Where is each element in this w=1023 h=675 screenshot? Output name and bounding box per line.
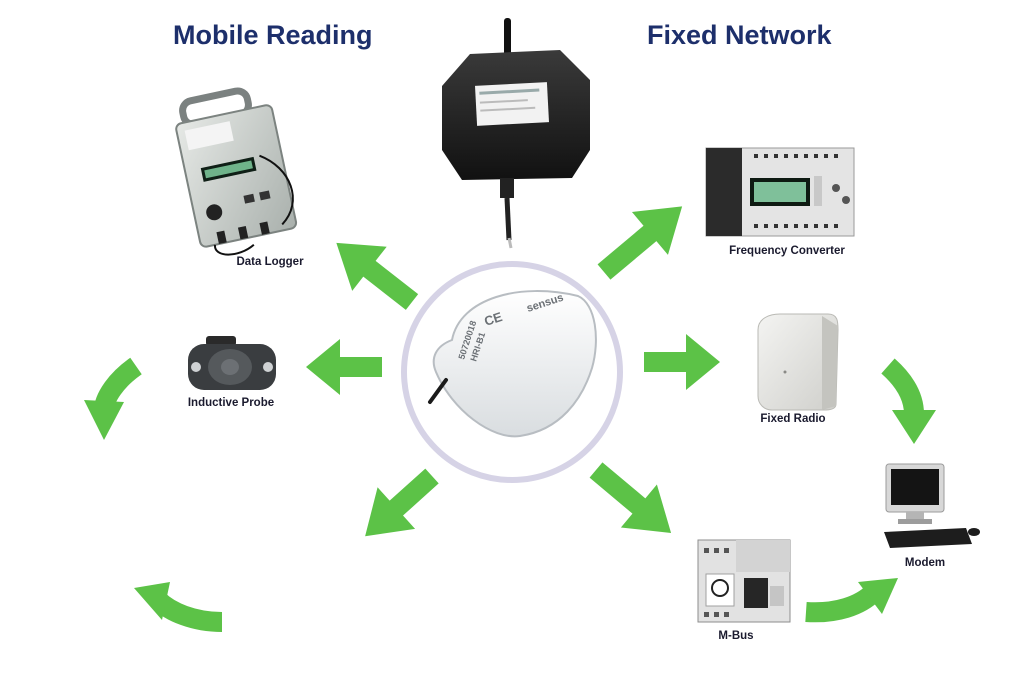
transmitter-box xyxy=(442,18,590,249)
inductive-probe-device xyxy=(188,336,276,390)
inductive-probe-label: Inductive Probe xyxy=(187,397,275,409)
curved-arrow-left-upper xyxy=(84,357,142,440)
arrow-to-m-bus xyxy=(589,462,672,533)
curved-arrow-left-lower xyxy=(134,582,223,632)
data-logger-device xyxy=(175,87,298,256)
mobile-reading-heading: Mobile Reading xyxy=(173,20,373,50)
modem-label: Modem xyxy=(904,557,946,569)
center-device: sensus CE 50720018 HRI-B1 xyxy=(428,290,597,438)
center-mark-text: CE xyxy=(482,309,504,329)
arrow-to-data-logger xyxy=(336,242,419,310)
m-bus-device xyxy=(697,539,791,623)
arrow-to-frequency-converter xyxy=(597,206,683,280)
m-bus-label: M-Bus xyxy=(718,630,754,642)
arrow-to-lower-left xyxy=(365,468,439,537)
data-logger-label: Data Logger xyxy=(236,256,304,268)
fixed-radio-device xyxy=(757,313,839,411)
frequency-converter-device xyxy=(705,147,855,237)
arrows xyxy=(84,206,936,632)
fixed-radio-label: Fixed Radio xyxy=(760,413,826,425)
arrow-to-inductive-probe xyxy=(306,339,382,395)
modem-device xyxy=(884,463,980,548)
fixed-network-heading: Fixed Network xyxy=(647,20,832,50)
curved-arrow-m-bus-to-modem xyxy=(805,578,898,623)
arrow-to-fixed-radio xyxy=(644,334,720,390)
curved-arrow-radio-to-modem xyxy=(881,358,936,444)
frequency-converter-label: Frequency Converter xyxy=(729,245,845,257)
